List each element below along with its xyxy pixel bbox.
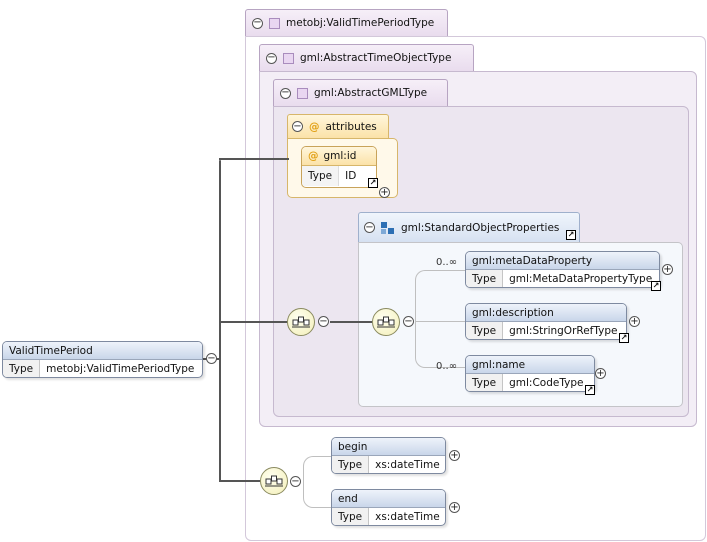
element-name: gml:description (472, 306, 554, 319)
group-tab-standard-object-properties[interactable]: − gml:StandardObjectProperties (358, 212, 580, 242)
type-tab-valid-time-period[interactable]: − metobj:ValidTimePeriodType (245, 9, 448, 36)
type-value: xs:dateTime (375, 511, 440, 523)
cardinality-label: 0..∞ (436, 257, 458, 268)
complex-type-icon (283, 52, 294, 64)
element-name: ValidTimePeriod (9, 344, 93, 357)
group-name: gml:StandardObjectProperties (401, 221, 560, 234)
element-type-row: Type gml:StringOrRefType (466, 322, 626, 339)
expand-icon[interactable]: + (629, 315, 640, 327)
element-header: gml:name (466, 356, 594, 374)
element-type-row: Type metobj:ValidTimePeriodType (3, 360, 202, 377)
reference-icon[interactable]: ↗ (368, 178, 378, 188)
element-header: begin (332, 438, 445, 456)
type-label: Type (302, 166, 340, 186)
element-type-row: Type gml:MetaDataPropertyType (466, 270, 659, 287)
type-tab-abstract-gml[interactable]: − gml:AbstractGMLType (273, 79, 448, 106)
branch-line (303, 456, 332, 508)
element-begin[interactable]: begin Type xs:dateTime (331, 437, 446, 474)
element-gml-metadata-property[interactable]: gml:metaDataProperty Type gml:MetaDataPr… (465, 251, 660, 288)
element-type-row: Type xs:dateTime (332, 456, 445, 473)
branch-line (415, 321, 465, 322)
collapse-icon[interactable]: − (206, 352, 217, 364)
attribute-name: gml:id (323, 150, 357, 162)
element-header: gml:description (466, 304, 626, 322)
element-type-row: Type xs:dateTime (332, 508, 445, 525)
sequence-compositor-icon[interactable] (372, 308, 400, 336)
collapse-icon[interactable]: − (403, 315, 414, 327)
attribute-at-icon: @ (308, 150, 319, 162)
type-name: gml:AbstractTimeObjectType (300, 52, 452, 64)
element-name: gml:metaDataProperty (472, 254, 593, 267)
type-label: Type (332, 508, 370, 525)
element-name: end (338, 492, 358, 505)
element-name: gml:name (472, 358, 526, 371)
expand-icon[interactable]: + (379, 186, 390, 198)
type-value: gml:StringOrRefType (509, 325, 618, 337)
connector-line (219, 321, 287, 323)
type-value: xs:dateTime (375, 459, 440, 471)
type-name: gml:AbstractGMLType (314, 87, 428, 99)
sequence-compositor-icon[interactable] (287, 308, 315, 336)
type-label: Type (466, 322, 504, 339)
attribute-at-icon: @ (309, 120, 320, 133)
element-name: begin (338, 440, 368, 453)
connector-line (219, 480, 260, 482)
type-tab-abstract-time-object[interactable]: − gml:AbstractTimeObjectType (259, 44, 474, 71)
type-label: Type (332, 456, 370, 473)
collapse-icon[interactable]: − (266, 52, 277, 64)
expand-icon[interactable]: + (595, 367, 606, 379)
collapse-icon[interactable]: − (290, 475, 301, 487)
expand-icon[interactable]: + (449, 501, 460, 513)
element-header: ValidTimePeriod (3, 342, 202, 360)
type-value: gml:MetaDataPropertyType (509, 273, 653, 285)
group-icon (381, 221, 395, 234)
attributes-label: attributes (325, 120, 377, 133)
expand-icon[interactable]: + (449, 449, 460, 461)
element-gml-description[interactable]: gml:description Type gml:StringOrRefType (465, 303, 627, 340)
element-gml-name[interactable]: gml:name Type gml:CodeType (465, 355, 595, 392)
attribute-gml-id[interactable]: @ gml:id Type ID (301, 146, 377, 188)
type-label: Type (466, 374, 504, 391)
type-name: metobj:ValidTimePeriodType (286, 17, 435, 29)
cardinality-label: 0..∞ (436, 361, 458, 372)
expand-icon[interactable]: + (662, 263, 673, 275)
type-panel-valid-time-period (245, 36, 706, 541)
reference-icon[interactable]: ↗ (585, 385, 595, 395)
type-value: gml:CodeType (509, 377, 584, 389)
connector-line (219, 158, 289, 160)
reference-icon[interactable]: ↗ (566, 230, 576, 240)
type-value: ID (345, 170, 357, 182)
connector-line (330, 321, 372, 323)
attribute-type-row: Type ID (302, 166, 376, 186)
element-type-row: Type gml:CodeType (466, 374, 594, 391)
type-value: metobj:ValidTimePeriodType (46, 363, 195, 375)
complex-type-icon (269, 17, 280, 29)
element-end[interactable]: end Type xs:dateTime (331, 489, 446, 526)
collapse-icon[interactable]: − (252, 17, 263, 29)
element-header: gml:metaDataProperty (466, 252, 659, 270)
complex-type-icon (297, 87, 308, 99)
attribute-header: @ gml:id (302, 147, 376, 166)
reference-icon[interactable]: ↗ (651, 281, 661, 291)
branch-line (415, 270, 466, 368)
reference-icon[interactable]: ↗ (619, 333, 629, 343)
type-label: Type (3, 360, 41, 377)
type-label: Type (466, 270, 504, 287)
element-header: end (332, 490, 445, 508)
collapse-icon[interactable]: − (318, 315, 329, 327)
root-element-valid-time-period[interactable]: ValidTimePeriod Type metobj:ValidTimePer… (2, 341, 203, 378)
collapse-icon[interactable]: − (364, 221, 375, 233)
collapse-icon[interactable]: − (280, 87, 291, 99)
collapse-icon[interactable]: − (292, 120, 303, 132)
attributes-tab[interactable]: − @ attributes (287, 114, 389, 138)
sequence-compositor-icon[interactable] (260, 467, 288, 495)
